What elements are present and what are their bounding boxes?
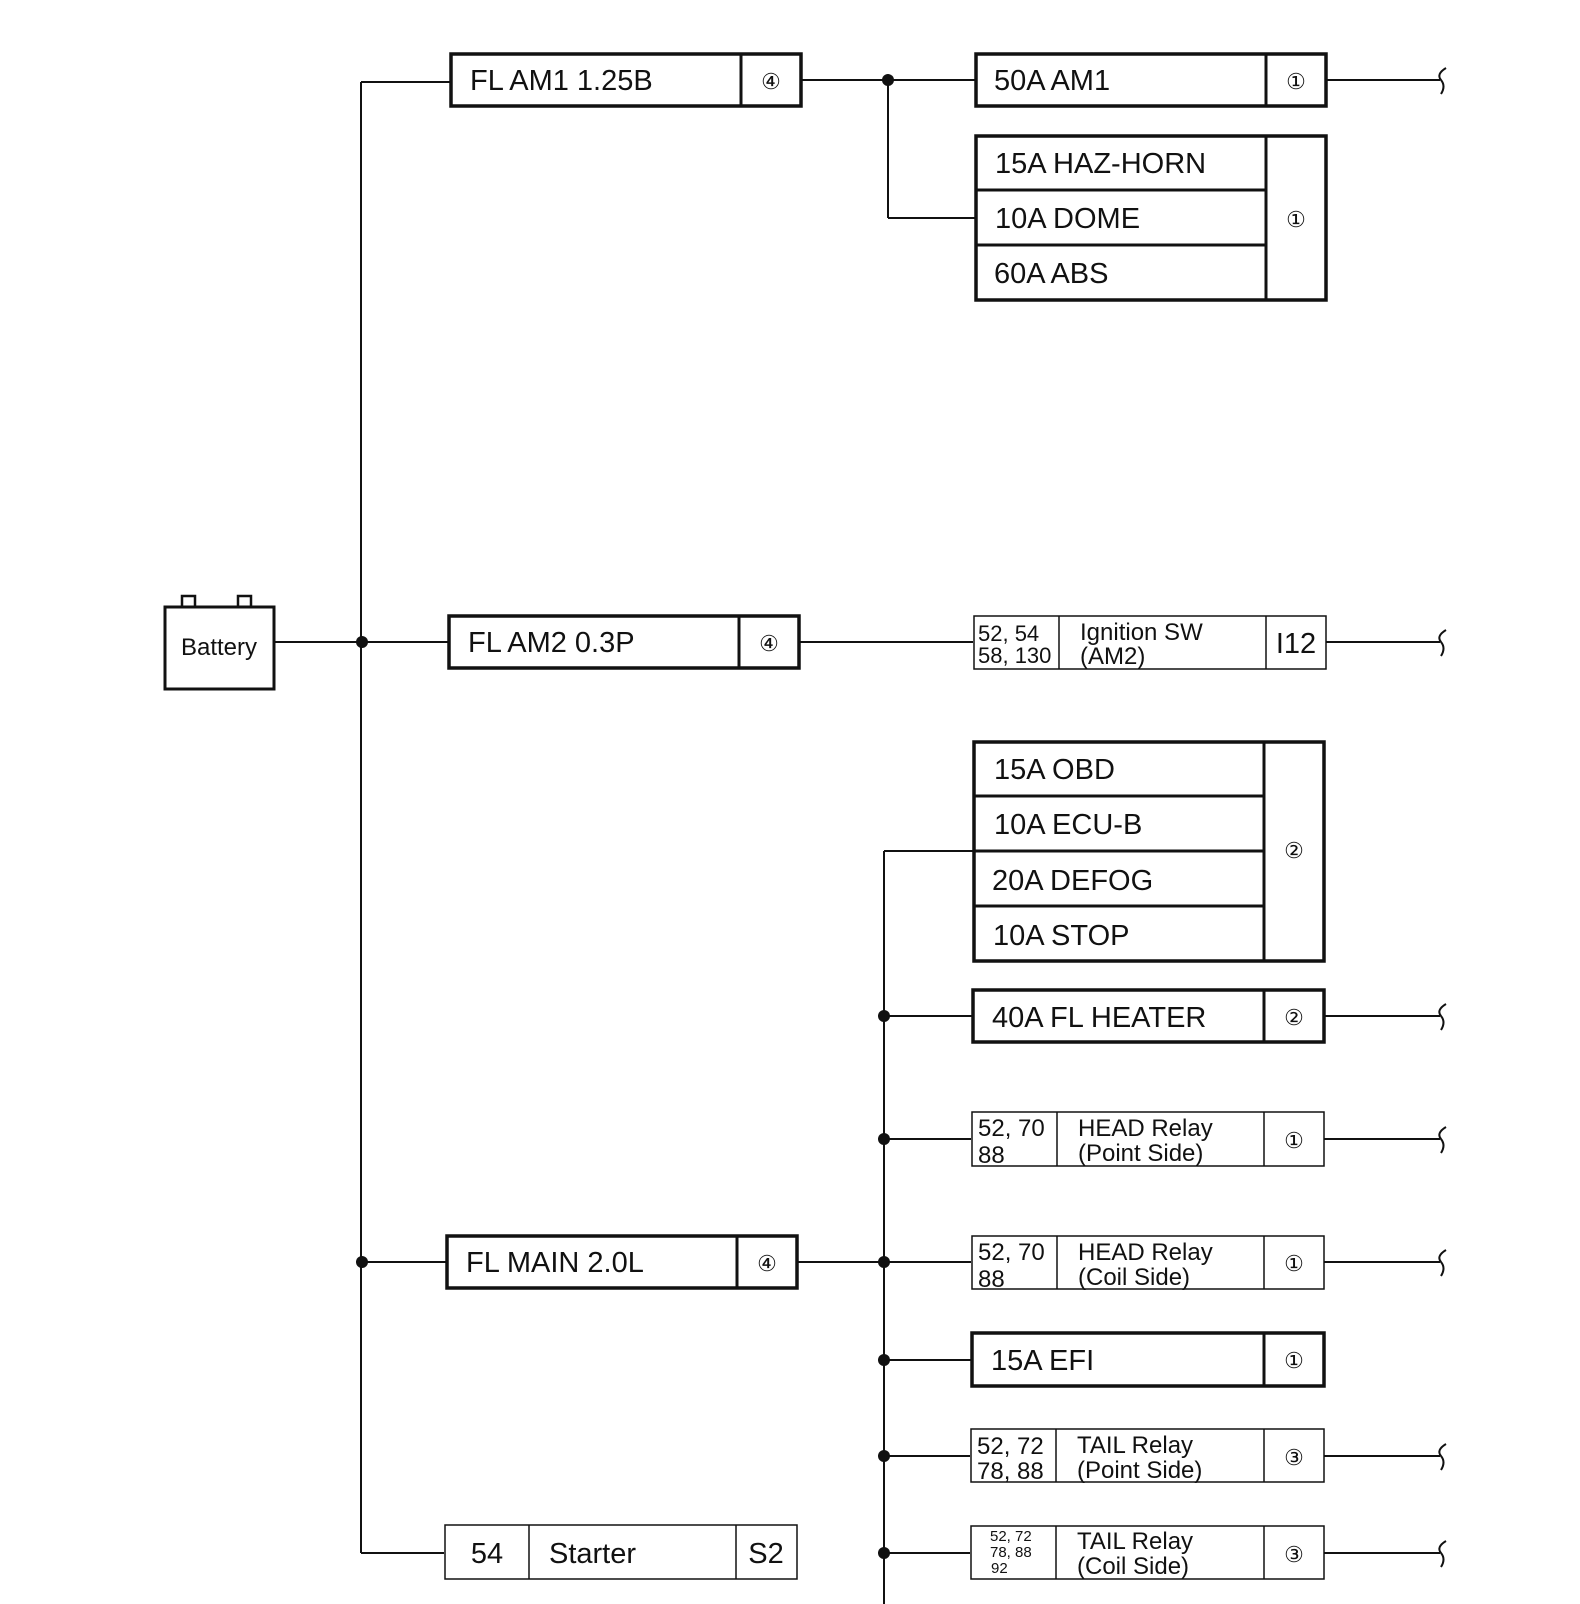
fusible-link-label: FL AM2 0.3P — [468, 627, 635, 659]
component-label-line1: TAIL Relay — [1077, 1432, 1193, 1459]
head-relay-point-side: 52, 70 88 HEAD Relay (Point Side) ① — [971, 1111, 1325, 1169]
starter-label: Starter — [549, 1538, 636, 1570]
location-number: ① — [1284, 1251, 1304, 1276]
page-refs-line1: 52, 70 — [978, 1115, 1045, 1142]
fuse-40a-fl-heater: 40A FL HEATER ② — [971, 988, 1326, 1044]
page-refs-line2: 58, 130 — [978, 643, 1051, 668]
component-label-line1: Ignition SW — [1080, 619, 1203, 646]
starter-component: 54 Starter S2 — [444, 1524, 798, 1580]
location-number: ④ — [761, 69, 781, 94]
tail-relay-coil-side: 52, 72 78, 88 92 TAIL Relay (Coil Side) … — [970, 1525, 1325, 1580]
page-refs-line2: 78, 88 — [977, 1458, 1044, 1485]
page-refs-line1: 52, 54 — [978, 621, 1039, 646]
fusible-link-main: FL MAIN 2.0L ④ — [445, 1234, 799, 1290]
battery-label: Battery — [181, 634, 257, 661]
component-label-line2: (Coil Side) — [1077, 1553, 1189, 1580]
fuse-label: 40A FL HEATER — [992, 1002, 1206, 1034]
head-relay-coil-side: 52, 70 88 HEAD Relay (Coil Side) ① — [971, 1235, 1325, 1293]
location-number: ① — [1286, 207, 1306, 232]
component-label-line2: (Point Side) — [1077, 1457, 1202, 1484]
location-number: ③ — [1284, 1445, 1304, 1470]
fuse-label: 50A AM1 — [994, 65, 1110, 97]
location-number: ① — [1284, 1128, 1304, 1153]
location-number: ① — [1286, 69, 1306, 94]
ignition-switch-am2: 52, 54 58, 130 Ignition SW (AM2) I12 — [973, 615, 1327, 670]
tail-relay-point-side: 52, 72 78, 88 TAIL Relay (Point Side) ③ — [970, 1428, 1325, 1485]
component-label-line2: (AM2) — [1080, 643, 1145, 670]
fuse-60a-abs: 60A ABS — [994, 258, 1109, 290]
page-refs-line1: 52, 72 — [977, 1433, 1044, 1460]
component-code: I12 — [1276, 628, 1316, 660]
fuse-stack-main: 15A OBD 10A ECU-B 20A DEFOG 10A STOP ② — [972, 740, 1326, 963]
component-label-line2: (Point Side) — [1078, 1140, 1203, 1167]
continuation-marks — [1438, 67, 1447, 1568]
battery-icon: Battery — [163, 594, 276, 691]
page-refs-line2: 88 — [978, 1266, 1005, 1293]
fuse-15a-efi: 15A EFI ① — [970, 1331, 1326, 1388]
fusible-link-am2: FL AM2 0.3P ④ — [447, 614, 801, 670]
page-refs-line3: 92 — [991, 1560, 1008, 1577]
fuse-10a-stop: 10A STOP — [993, 920, 1130, 952]
page-refs-line2: 88 — [978, 1142, 1005, 1169]
component-label-line1: TAIL Relay — [1077, 1528, 1193, 1555]
fuse-label: 15A EFI — [991, 1345, 1094, 1377]
fusible-link-label: FL AM1 1.25B — [470, 65, 653, 97]
fuse-15a-obd: 15A OBD — [994, 754, 1115, 786]
component-label-line1: HEAD Relay — [1078, 1239, 1213, 1266]
fuse-15a-haz-horn: 15A HAZ-HORN — [995, 148, 1206, 180]
fuse-20a-defog: 20A DEFOG — [992, 865, 1153, 897]
component-label-line1: HEAD Relay — [1078, 1115, 1213, 1142]
location-number: ① — [1284, 1348, 1304, 1373]
page-refs-line2: 78, 88 — [990, 1544, 1032, 1561]
location-number: ② — [1284, 838, 1304, 863]
page-refs-line1: 52, 72 — [990, 1528, 1032, 1545]
fusible-link-label: FL MAIN 2.0L — [466, 1247, 644, 1279]
fuse-10a-ecu-b: 10A ECU-B — [994, 809, 1142, 841]
page-refs-line1: 52, 70 — [978, 1239, 1045, 1266]
fuse-50a-am1: 50A AM1 ① — [974, 52, 1328, 108]
component-label-line2: (Coil Side) — [1078, 1264, 1190, 1291]
junction-dots — [356, 74, 894, 1559]
starter-page-ref: 54 — [471, 1538, 503, 1570]
fuse-10a-dome: 10A DOME — [995, 203, 1140, 235]
starter-code: S2 — [748, 1538, 783, 1570]
location-number: ② — [1284, 1005, 1304, 1030]
location-number: ④ — [757, 1251, 777, 1276]
location-number: ④ — [759, 631, 779, 656]
wiring — [272, 79, 1440, 1604]
location-number: ③ — [1284, 1542, 1304, 1567]
fusible-link-am1: FL AM1 1.25B ④ — [449, 52, 803, 108]
fuse-stack-am1: 15A HAZ-HORN 10A DOME 60A ABS ① — [974, 134, 1328, 302]
